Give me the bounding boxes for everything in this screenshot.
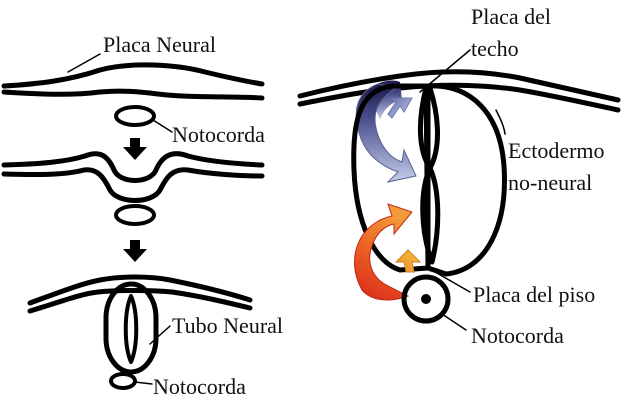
label-placa-techo-line2: techo (471, 36, 519, 61)
leader-notocorda-3 (441, 313, 467, 331)
label-ectodermo-line1: Ectodermo (508, 138, 605, 163)
label-tubo-neural: Tubo Neural (172, 313, 283, 338)
notochord-stage2 (114, 204, 156, 226)
stage3-neural-tube (27, 274, 253, 390)
arrow-down-2 (123, 240, 147, 262)
roof-small-arrow (387, 97, 413, 119)
leader-notocorda-2 (134, 381, 153, 385)
floor-small-arrow (394, 249, 422, 273)
label-notocorda-1: Notocorda (172, 122, 265, 147)
leader-tubo-neural (149, 325, 171, 345)
label-placa-piso: Placa del piso (473, 282, 595, 307)
notochord-right (401, 274, 451, 324)
notochord-right-core (421, 294, 431, 304)
leader-placa-techo (419, 49, 471, 93)
neural-tube-left-half (351, 83, 431, 273)
neural-tube-lumen (123, 294, 139, 364)
leader-ectodermo (495, 109, 506, 135)
notochord-stage3 (109, 372, 137, 390)
neural-tube-lumen-right (420, 165, 441, 265)
neural-tube-right-half (425, 83, 507, 277)
arrow-down-1 (123, 138, 147, 160)
label-placa-neural: Placa Neural (103, 32, 216, 57)
neural-tube-outer (103, 281, 159, 375)
roof-signal-arrow (355, 83, 417, 183)
leader-notocorda-1 (152, 119, 173, 133)
stage1-neural-plate (1, 53, 265, 133)
label-notocorda-3: Notocorda (471, 323, 564, 348)
floor-signal-arrow (354, 203, 413, 301)
leader-placa-neural (67, 53, 101, 73)
leader-placa-piso (427, 267, 471, 293)
right-panel-neural-tube (297, 49, 621, 331)
notochord-stage1 (114, 105, 156, 127)
stage2-neural-groove (1, 151, 265, 226)
label-ectodermo-line2: no-neural (508, 170, 592, 195)
label-notocorda-2: Notocorda (153, 374, 246, 399)
label-placa-techo-line1: Placa del (471, 4, 551, 29)
